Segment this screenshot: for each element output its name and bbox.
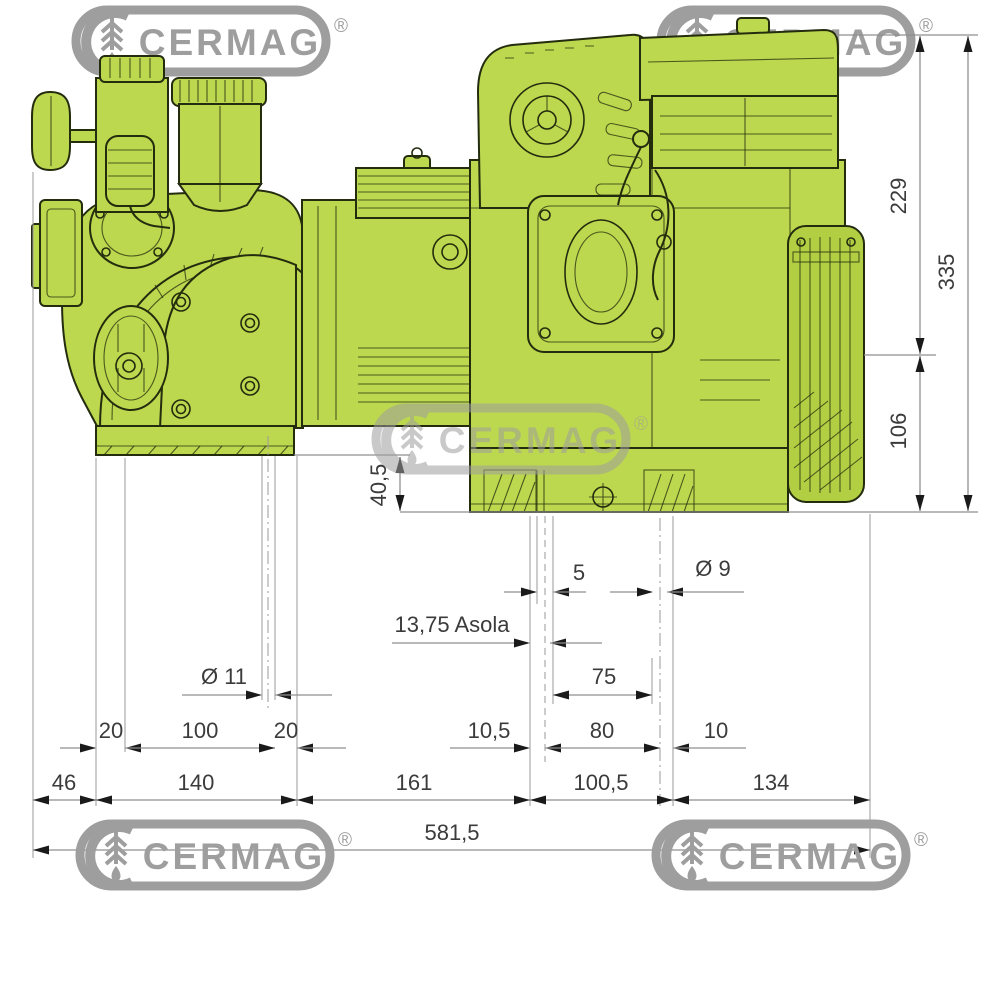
registered-mark: ® xyxy=(334,16,348,37)
watermark-logo-bottom-left: CERMAG ® xyxy=(80,824,352,886)
dim-label-40-5: 40,5 xyxy=(366,464,391,507)
dim-label-75: 75 xyxy=(592,664,616,689)
bracket-bolts xyxy=(171,292,260,419)
muffler xyxy=(787,225,865,503)
registered-mark: ® xyxy=(338,830,352,851)
dim-label-106: 106 xyxy=(886,413,911,450)
watermark-logo-bottom-right: CERMAG ® xyxy=(656,824,928,886)
dim-label-5: 5 xyxy=(573,560,585,585)
oil-reservoir xyxy=(171,77,267,212)
dim-label-10: 10 xyxy=(704,718,728,743)
dim-label-46: 46 xyxy=(52,770,76,795)
dim-label-229: 229 xyxy=(886,178,911,215)
dim-label-140: 140 xyxy=(178,770,215,795)
dim-label-100-5: 100,5 xyxy=(573,770,628,795)
dim-label-80: 80 xyxy=(590,718,614,743)
dimension-hole-spacing-group: Ø 11 75 xyxy=(182,664,652,700)
brand-wordmark: CERMAG xyxy=(719,836,901,877)
dim-label-335: 335 xyxy=(934,254,959,291)
throttle-lever xyxy=(617,130,672,301)
engine-top-cover xyxy=(639,17,839,102)
registered-mark: ® xyxy=(919,16,933,37)
extension-lines xyxy=(32,172,871,858)
pump-handle xyxy=(31,90,103,172)
dim-label-13-75-asola: 13,75 Asola xyxy=(395,612,511,637)
dim-label-10-5: 10,5 xyxy=(468,718,511,743)
brand-wordmark: CERMAG xyxy=(439,420,621,461)
dimension-row-b-group: 46 140 161 100,5 134 xyxy=(33,770,870,805)
dim-label-100: 100 xyxy=(182,718,219,743)
dim-label-dia-9: Ø 9 xyxy=(695,556,730,581)
dimension-detail-top-group: 5 Ø 9 xyxy=(504,556,744,597)
dim-label-20-left: 20 xyxy=(99,718,123,743)
pump-head xyxy=(89,55,175,269)
dim-label-581-5: 581,5 xyxy=(424,820,479,845)
registered-mark: ® xyxy=(914,830,928,851)
dim-label-161: 161 xyxy=(396,770,433,795)
dim-label-20-right: 20 xyxy=(274,718,298,743)
registered-mark: ® xyxy=(634,414,648,435)
dim-label-dia-11: Ø 11 xyxy=(201,664,247,689)
dimension-vertical-group: 229 335 106 40,5 xyxy=(366,36,973,511)
pump-base-plate xyxy=(95,425,295,456)
watermark-logo-center: CERMAG ® xyxy=(376,408,648,470)
brand-wordmark: CERMAG xyxy=(143,836,325,877)
machine-drawing xyxy=(31,17,978,513)
dim-label-134: 134 xyxy=(753,770,790,795)
dimension-overall-group: 581,5 xyxy=(33,820,870,855)
air-filter xyxy=(527,195,675,353)
diaphragm-cover-oval xyxy=(93,305,169,411)
gearbox-housing xyxy=(301,147,481,427)
dimension-row-a-group: 20 100 20 10,5 80 10 xyxy=(60,718,746,753)
dimension-slot-group: 13,75 Asola xyxy=(392,612,602,648)
pump-inlet-plate xyxy=(31,199,83,307)
engine-head xyxy=(651,95,839,169)
watermark-logo-top-left: CERMAG ® xyxy=(76,10,348,72)
recoil-starter xyxy=(476,33,651,209)
engine-base xyxy=(469,447,789,513)
brand-wordmark: CERMAG xyxy=(139,22,321,63)
